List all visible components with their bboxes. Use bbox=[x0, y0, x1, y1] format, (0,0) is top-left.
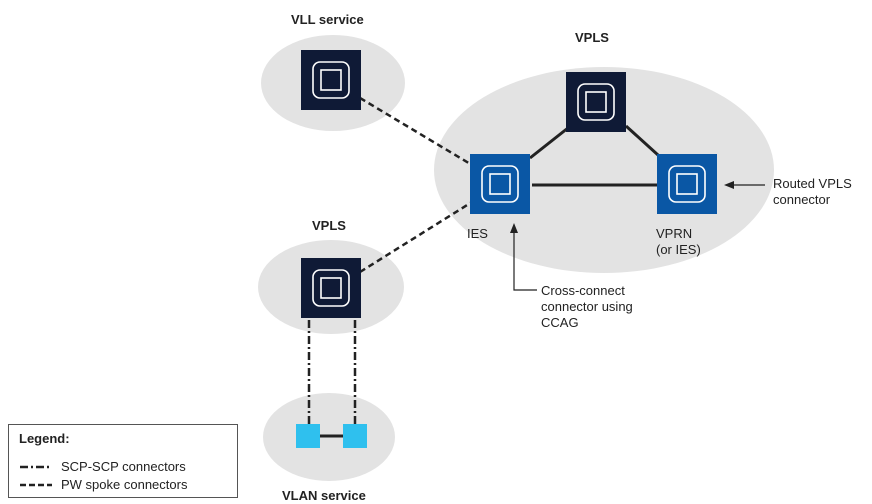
pw-spoke-vll-ies bbox=[359, 96, 473, 167]
link-vpls-top-vprn bbox=[624, 124, 660, 157]
vpls-top-node bbox=[566, 72, 626, 132]
vlan-endpoint-right bbox=[343, 424, 367, 448]
routed-vpls-callout-arrow bbox=[724, 181, 765, 189]
pw-spoke-vpls-ies bbox=[359, 200, 473, 274]
legend-box: Legend: SCP-SCP connectors PW spoke conn… bbox=[8, 424, 238, 498]
cross-connect-callout-arrow bbox=[510, 223, 537, 291]
vll-service-node bbox=[301, 50, 361, 110]
vlan-endpoint-left bbox=[296, 424, 320, 448]
dashed-line-icon bbox=[20, 483, 52, 486]
routed-vpls-label-line1: Routed VPLS bbox=[773, 176, 852, 191]
legend-item-scp-label: SCP-SCP connectors bbox=[61, 459, 186, 474]
vpls-left-label: VPLS bbox=[312, 218, 346, 233]
vlan-service-label: VLAN service bbox=[282, 488, 366, 503]
legend-title: Legend: bbox=[19, 431, 70, 446]
vprn-label: VPRN bbox=[656, 226, 693, 241]
vll-service-label: VLL service bbox=[291, 12, 364, 27]
routed-vpls-label-line2: connector bbox=[773, 192, 831, 207]
cross-connect-label-line3: CCAG bbox=[541, 315, 579, 330]
vpls-main-cloud bbox=[434, 67, 774, 273]
link-ies-vpls-top bbox=[529, 126, 569, 160]
ies-node bbox=[470, 154, 530, 214]
legend-item-pw: PW spoke connectors bbox=[19, 477, 187, 492]
vpls-left-node bbox=[301, 258, 361, 318]
dash-dot-line-icon bbox=[20, 465, 52, 468]
vpls-top-label: VPLS bbox=[575, 30, 609, 45]
ies-label: IES bbox=[467, 226, 488, 241]
vprn-sublabel: (or IES) bbox=[656, 242, 701, 257]
cross-connect-label-line1: Cross-connect bbox=[541, 283, 625, 298]
vprn-node bbox=[657, 154, 717, 214]
legend-item-scp: SCP-SCP connectors bbox=[19, 459, 186, 474]
cross-connect-label-line2: connector using bbox=[541, 299, 633, 314]
legend-item-pw-label: PW spoke connectors bbox=[61, 477, 188, 492]
